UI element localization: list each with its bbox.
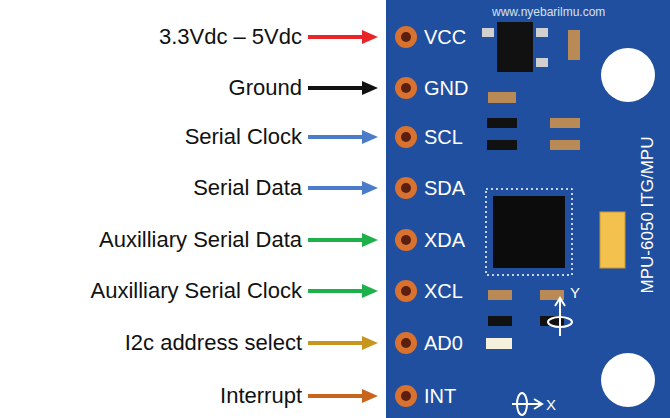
axis-symbol — [512, 298, 572, 415]
pin-pads — [395, 26, 417, 407]
pin-name: INT — [424, 384, 456, 408]
axis-label: Y — [570, 284, 580, 302]
smd-resistor — [488, 290, 512, 300]
smd-resistor — [488, 316, 512, 326]
signal-label: Interrupt — [220, 382, 302, 410]
watermark: www.nyebarilmu.com — [492, 4, 605, 20]
smd-part — [486, 338, 512, 349]
smd-resistor — [487, 118, 517, 128]
pin-name: XCL — [424, 279, 463, 303]
smd-part — [568, 30, 580, 60]
leader-arrows — [308, 30, 378, 403]
mounting-hole — [601, 353, 655, 407]
smd-resistor — [488, 92, 516, 103]
signal-label: 3.3Vdc – 5Vdc — [159, 23, 302, 51]
smd-capacitor — [550, 140, 580, 150]
smd-resistor — [487, 140, 517, 150]
mounting-hole — [601, 48, 655, 102]
smd-capacitor — [550, 118, 580, 128]
signal-label: Auxilliary Serial Clock — [90, 277, 302, 305]
chip-leg — [536, 58, 548, 67]
pcb-board — [386, 0, 670, 418]
signal-label: Serial Clock — [185, 123, 302, 151]
mpu-chip — [493, 196, 565, 268]
signal-label: Ground — [229, 74, 302, 102]
signal-label: I2c address select — [125, 329, 302, 357]
pin-name: GND — [424, 76, 468, 100]
signal-label: Auxilliary Serial Data — [99, 226, 302, 254]
pin-name: AD0 — [424, 331, 463, 355]
pin-name: XDA — [424, 228, 465, 252]
chip-leg — [482, 28, 494, 37]
pin-name: SDA — [424, 176, 465, 200]
pin-name: SCL — [424, 125, 463, 149]
chip-leg — [536, 28, 548, 37]
pin-name: VCC — [424, 25, 466, 49]
board-name: MPU-6050 ITG/MPU — [636, 115, 660, 315]
smd-capacitor — [600, 212, 625, 268]
chip-outline — [486, 189, 572, 275]
axis-label: X — [546, 396, 556, 414]
signal-label: Serial Data — [193, 174, 302, 202]
regulator-chip — [497, 22, 533, 72]
